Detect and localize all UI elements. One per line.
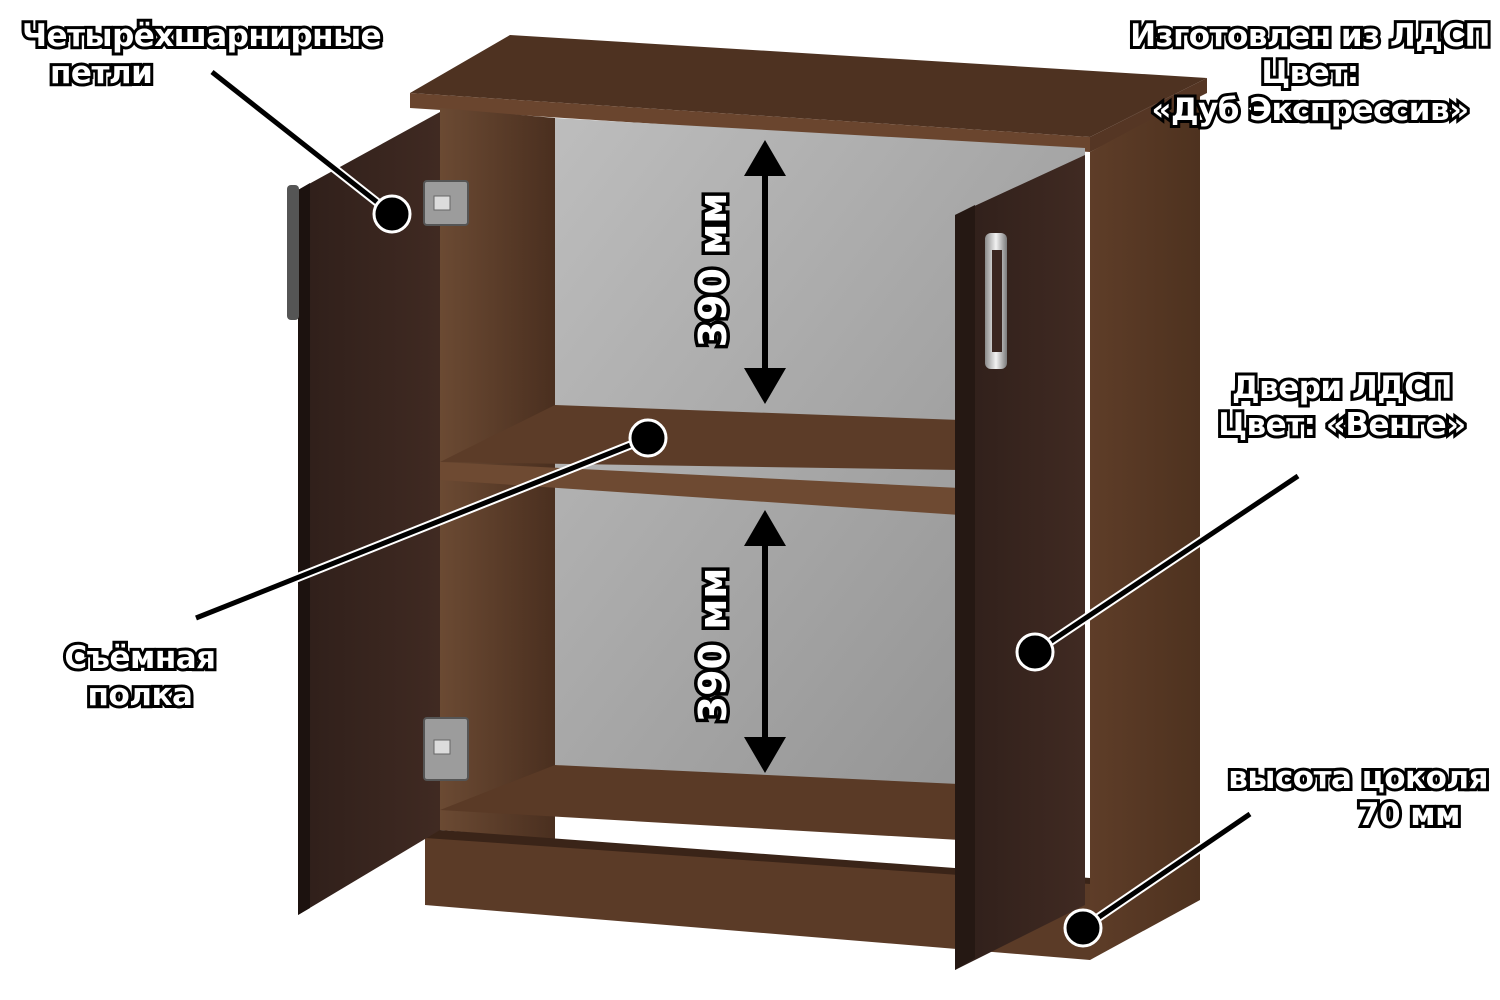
right-side-panel xyxy=(1090,93,1200,960)
label-plinth: высота цоколя 70 мм xyxy=(1178,757,1491,836)
bottom-panel xyxy=(440,765,1085,840)
label-shelf-line1: Съёмная xyxy=(61,637,219,679)
top-panel-side xyxy=(1090,78,1207,152)
label-shelf-line2: полка xyxy=(85,674,196,716)
top-panel-front xyxy=(410,93,1090,152)
dimension-upper-label: 390 мм xyxy=(688,189,739,351)
label-shelf: Съёмная полка xyxy=(40,637,240,716)
plinth xyxy=(425,830,1090,960)
left-door xyxy=(298,112,440,915)
label-hinges-line1: Четырёхшарнирные xyxy=(19,15,385,57)
label-material: Изготовлен из ЛДСП Цвет: «Дуб Экспрессив… xyxy=(1127,15,1493,131)
shelf-top xyxy=(440,405,960,470)
plinth-shadow xyxy=(425,830,1090,884)
left-door-edge xyxy=(298,183,310,915)
leader-hinges xyxy=(209,68,412,234)
top-panel-upper xyxy=(410,35,1207,137)
door-handle-icon xyxy=(985,233,1007,369)
dimension-lower-label: 390 мм xyxy=(688,564,739,726)
label-plinth-line2: 70 мм xyxy=(1355,794,1464,836)
hinge-upper-icon xyxy=(423,180,469,226)
shelf-front xyxy=(440,462,960,515)
dimension-arrow-upper xyxy=(744,140,786,404)
label-doors: Двери ЛДСП Цвет: «Венге» xyxy=(1206,367,1478,446)
label-hinges: Четырёхшарнирные петли xyxy=(19,15,385,94)
label-doors-line2: Цвет: «Венге» xyxy=(1215,404,1469,446)
label-doors-line1: Двери ЛДСП xyxy=(1229,367,1456,409)
label-hinges-line2: петли xyxy=(47,52,156,94)
right-door-edge xyxy=(955,205,975,970)
dimension-arrow-lower xyxy=(744,510,786,773)
label-material-line3: «Дуб Экспрессив» xyxy=(1148,89,1472,131)
leader-shelf xyxy=(194,418,668,623)
label-material-line1: Изготовлен из ЛДСП xyxy=(1127,15,1493,57)
label-plinth-line1: высота цоколя xyxy=(1225,757,1491,799)
hinge-lower-icon xyxy=(423,717,469,781)
leader-doors xyxy=(1015,472,1301,672)
label-material-line2: Цвет: xyxy=(1258,52,1362,94)
left-door-handle xyxy=(287,185,299,320)
leader-plinth xyxy=(1063,810,1253,948)
